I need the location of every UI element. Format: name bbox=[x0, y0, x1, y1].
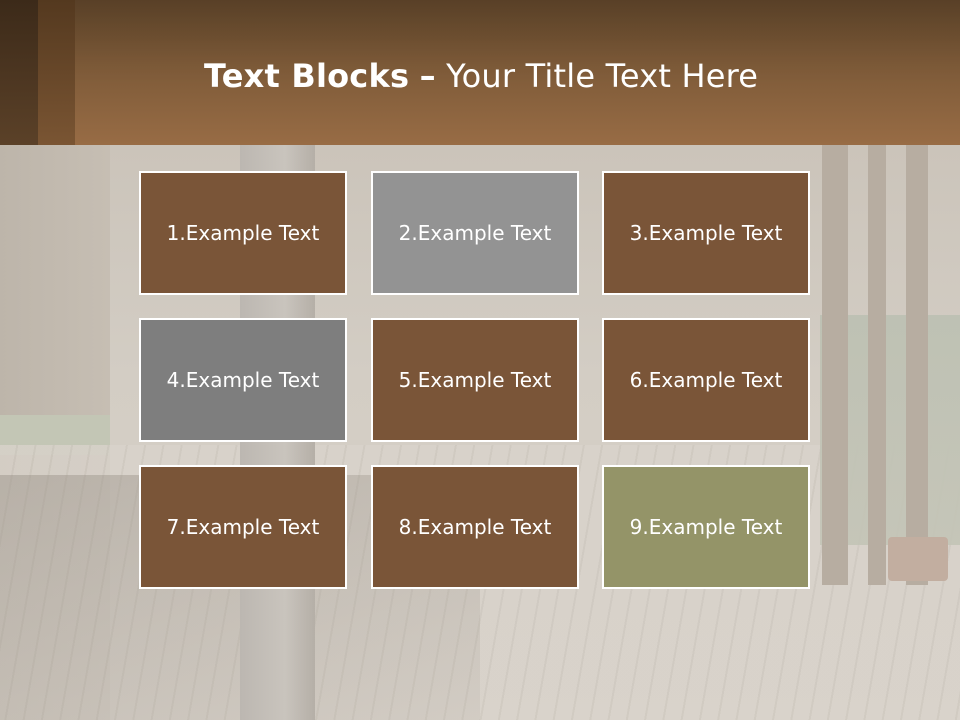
text-block-6[interactable]: 6.Example Text bbox=[602, 318, 810, 442]
text-block-label: 8.Example Text bbox=[398, 515, 552, 539]
title-bold-part: Text Blocks bbox=[204, 57, 410, 95]
photo-plant-pot bbox=[888, 537, 948, 581]
title-dash: – bbox=[419, 57, 436, 95]
text-block-7[interactable]: 7.Example Text bbox=[139, 465, 347, 589]
header-band bbox=[75, 0, 960, 145]
text-block-label: 4.Example Text bbox=[166, 368, 320, 392]
text-block-label: 3.Example Text bbox=[629, 221, 783, 245]
text-block-label: 5.Example Text bbox=[398, 368, 552, 392]
text-block-label: 9.Example Text bbox=[629, 515, 783, 539]
text-block-8[interactable]: 8.Example Text bbox=[371, 465, 579, 589]
title-rest-part: Your Title Text Here bbox=[446, 57, 759, 95]
photo-porch-post bbox=[906, 145, 928, 585]
text-block-label: 6.Example Text bbox=[629, 368, 783, 392]
text-block-1[interactable]: 1.Example Text bbox=[139, 171, 347, 295]
text-block-4[interactable]: 4.Example Text bbox=[139, 318, 347, 442]
header-accent-stripe bbox=[38, 0, 75, 145]
photo-porch-post bbox=[822, 145, 848, 585]
text-block-label: 2.Example Text bbox=[398, 221, 552, 245]
text-block-3[interactable]: 3.Example Text bbox=[602, 171, 810, 295]
text-block-9[interactable]: 9.Example Text bbox=[602, 465, 810, 589]
photo-porch-post bbox=[868, 145, 886, 585]
text-block-label: 1.Example Text bbox=[166, 221, 320, 245]
text-block-5[interactable]: 5.Example Text bbox=[371, 318, 579, 442]
slide-header: Text Blocks – Your Title Text Here bbox=[0, 0, 960, 145]
text-block-label: 7.Example Text bbox=[166, 515, 320, 539]
slide-title[interactable]: Text Blocks – Your Title Text Here bbox=[204, 54, 904, 98]
text-block-2[interactable]: 2.Example Text bbox=[371, 171, 579, 295]
header-accent-stripe bbox=[0, 0, 38, 145]
